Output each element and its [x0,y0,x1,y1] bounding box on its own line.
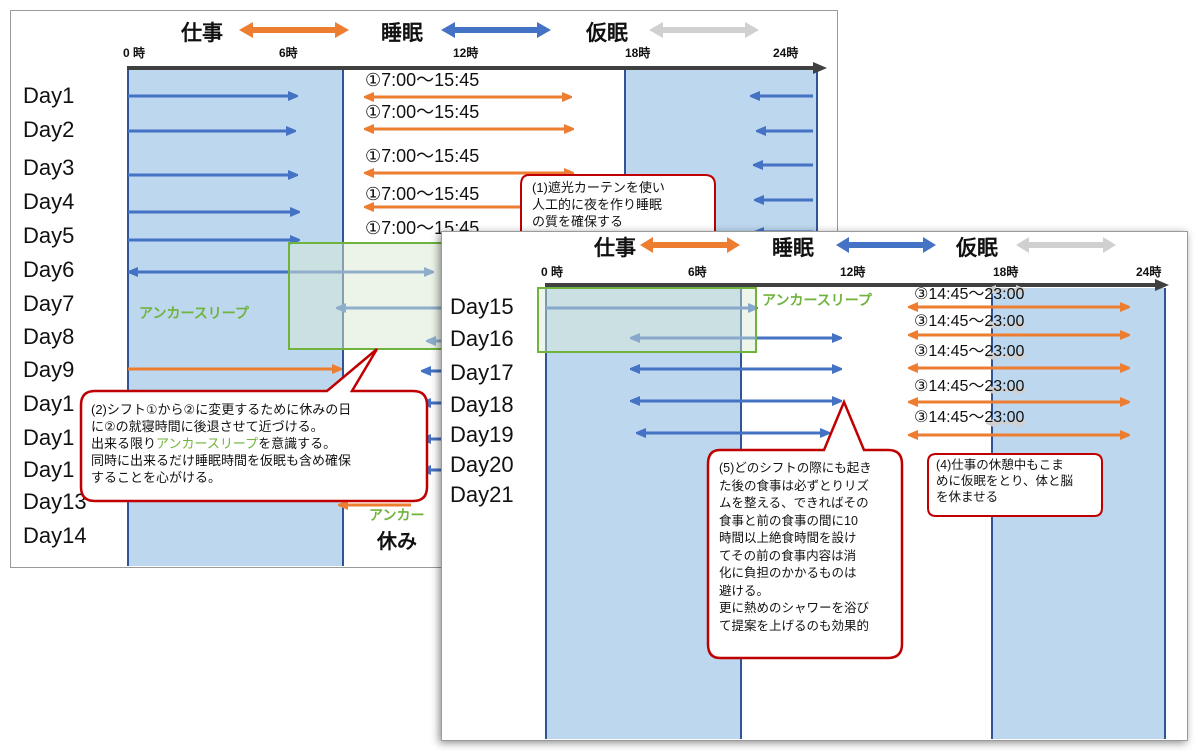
legend-nap-label: 仮眠 [956,237,998,260]
callout-5-text: (5)どのシフトの際にも起き た後の食事は必ずとりリズ ムを整える、できればその… [719,461,872,633]
day-label: Day17 [450,360,514,385]
day-label: Day15 [450,294,514,319]
callout-2-text: (2)シフト①から②に変更するために休みの日 に②の就寝時間に後退させて近づける… [91,402,352,485]
schedule-panel-days-15-21: 仕事 睡眠 仮眠 0 時 6時 12時 18時 24時 Day15 Day16 … [441,231,1188,741]
legend-work-arrow [239,22,349,38]
legend-work-label: 仕事 [594,237,636,260]
rest-label: 休み [377,531,417,553]
tick-24h: 24時 [773,46,799,60]
time-axis [545,279,1169,291]
shift-label: ①7:00～15:45 [365,102,480,122]
legend-work-label: 仕事 [181,22,223,45]
tick-24h: 24時 [1136,265,1162,279]
callout-4-text: (4)仕事の休憩中もこま めに仮眠をとり、体と脳 を休ませる [936,458,1074,504]
shift-label: ③14:45～23:00 [914,343,1025,360]
legend-work-arrow [640,237,740,253]
callout-1-text: (1)遮光カーテンを使い 人工的に夜を作り睡眠 の質を確保する [532,180,665,229]
shift-label: ①7:00～15:45 [365,146,480,166]
anchor-sleep-label-bottom: アンカー [369,507,425,523]
callout-2-shape [79,348,429,503]
callout-5-shape [706,398,904,660]
tick-18h: 18時 [993,265,1019,279]
day-label: Day21 [450,482,514,507]
legend-sleep-label: 睡眠 [772,237,814,260]
day-label: Day8 [23,324,75,349]
legend-sleep-arrow [836,237,936,253]
legend-nap-arrow [649,22,759,38]
tick-0h: 0 時 [123,46,146,60]
anchor-sleep-label: アンカースリープ [139,305,249,321]
tick-0h: 0 時 [541,265,564,279]
day-label: Day20 [450,452,514,477]
shift-label: ③14:45～23:00 [914,313,1025,330]
shift-label: ①7:00～15:45 [365,184,480,204]
tick-12h: 12時 [453,46,479,60]
shift-label: ①7:00～15:45 [365,70,480,90]
day-label: Day2 [23,117,75,142]
legend-sleep-arrow [441,22,551,38]
day-label: Day4 [23,189,75,214]
day-label: Day1 [23,83,75,108]
day-label: Day1 [23,391,75,416]
panel2-arrows [537,232,1187,740]
anchor-sleep-box [288,242,446,350]
callout-4-shape [927,453,1103,517]
tick-18h: 18時 [625,46,651,60]
day-label: Day7 [23,291,75,316]
day-label: Day1 [23,457,75,482]
tick-6h: 6時 [279,46,298,60]
day-label: Day14 [23,523,87,548]
tick-6h: 6時 [688,265,707,279]
anchor-sleep-label: アンカースリープ [762,292,872,308]
day-label: Day13 [23,489,87,514]
day-label: Day19 [450,422,514,447]
legend-nap-label: 仮眠 [586,22,628,45]
day-label: Day3 [23,155,75,180]
anchor-sleep-box [537,287,757,353]
day-label: Day6 [23,257,75,282]
time-axis [127,62,827,74]
shift-label: ③14:45～23:00 [914,409,1025,426]
tick-12h: 12時 [840,265,866,279]
legend-sleep-label: 睡眠 [381,22,423,45]
shift-label: ③14:45～23:00 [914,286,1025,303]
shift-label: ③14:45～23:00 [914,378,1025,395]
day-label: Day9 [23,357,75,382]
day-label: Day18 [450,392,514,417]
day-label: Day16 [450,326,514,351]
day-label: Day5 [23,223,75,248]
day-label: Day1 [23,425,75,450]
panel1-arrows [128,11,813,567]
legend-nap-arrow [1016,237,1116,253]
